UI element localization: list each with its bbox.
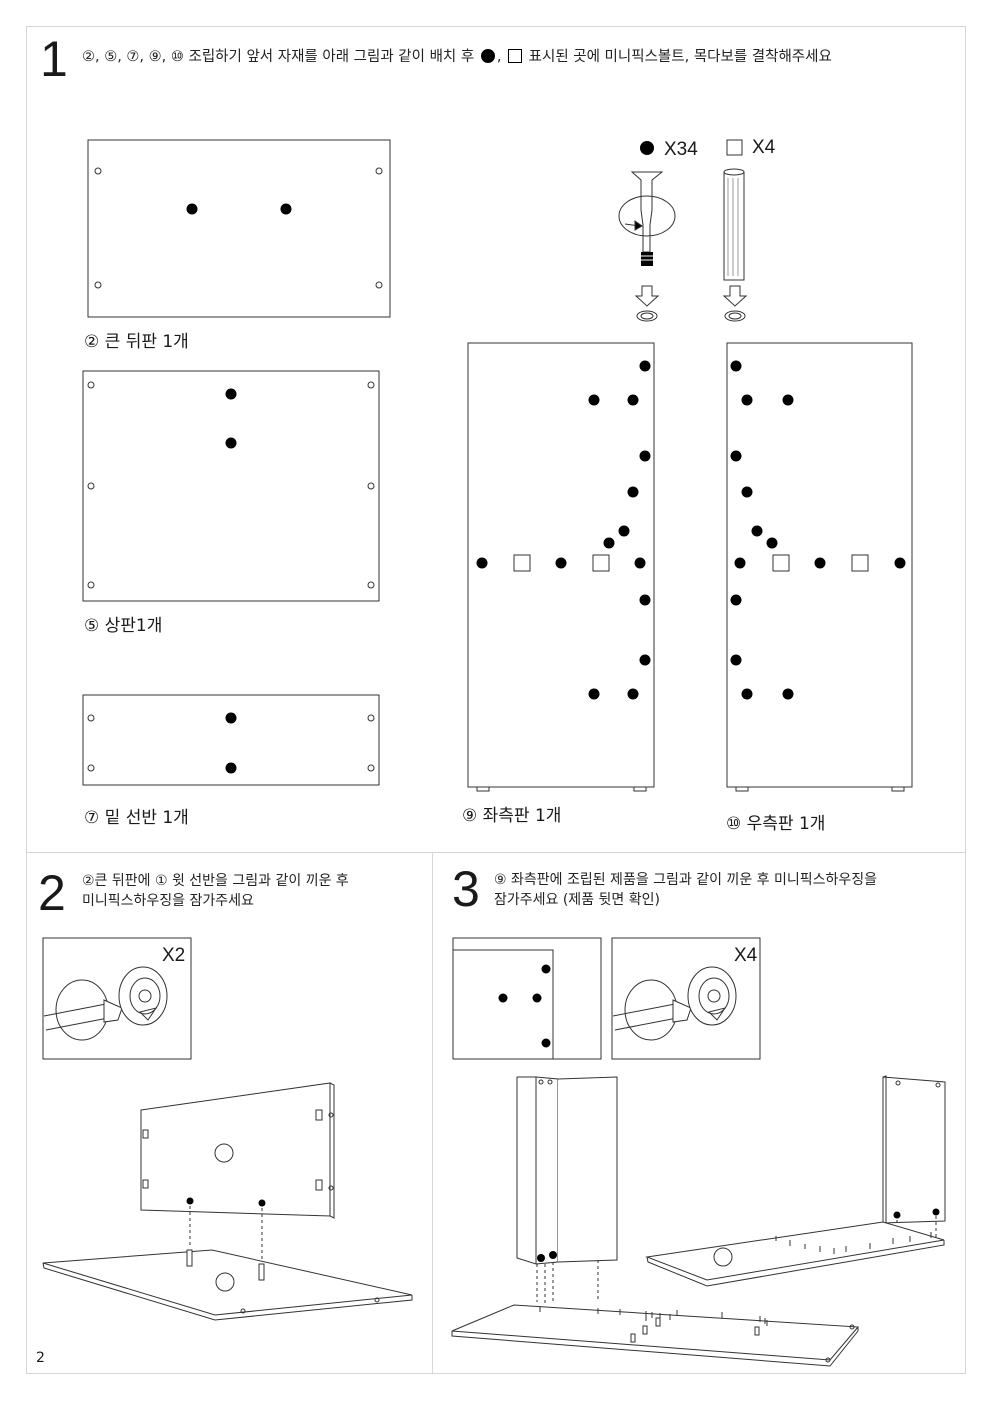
part-label-top: ⑤ 상판1개: [84, 616, 163, 636]
page-number: 2: [36, 1350, 45, 1366]
bolt-legend: [618, 141, 676, 322]
dowel-quantity: X4: [752, 137, 776, 158]
dowel-legend: [722, 139, 748, 322]
panel-left-side: [467, 342, 655, 792]
panel-big-back: [87, 139, 391, 318]
step-1-text-a: ②, ⑤, ⑦, ⑨, ⑩ 조립하기 앞서 자재를 아래 그림과 같이 배치 후: [82, 49, 475, 65]
step-2-detail-box: [42, 937, 192, 1060]
step-2-instruction-line1: ②큰 뒤판에 ① 윗 선반을 그림과 같이 끼운 후: [82, 873, 349, 889]
step-1-instruction: ②, ⑤, ⑦, ⑨, ⑩ 조립하기 앞서 자재를 아래 그림과 같이 배치 후…: [82, 48, 832, 66]
bolt-quantity: X34: [664, 139, 698, 160]
panel-right-side: [726, 342, 913, 792]
part-label-left-side: ⑨ 좌측판 1개: [462, 806, 562, 826]
dowel-marker-icon: [508, 49, 523, 63]
step-3-detail-panel: [452, 937, 602, 1060]
step-3-instruction-line2: 잠가주세요 (제품 뒷면 확인): [494, 892, 660, 908]
step-2-number: 2: [38, 865, 66, 921]
step-2-instruction-line2: 미니픽스하우징을 잠가주세요: [82, 893, 254, 909]
section-divider-horizontal: [26, 852, 966, 853]
step-1-text-b: ,: [496, 49, 502, 65]
section-divider-vertical: [432, 852, 433, 1374]
bolt-marker-icon: [480, 49, 495, 63]
step-3-assembly: [451, 1075, 946, 1367]
step-2-assembly: [42, 1082, 413, 1321]
panel-bottom-shelf: [82, 694, 380, 786]
part-label-bottom-shelf: ⑦ 밑 선반 1개: [84, 808, 189, 828]
part-label-right-side: ⑩ 우측판 1개: [726, 814, 826, 834]
step-1-text-c: 표시된 곳에 미니픽스볼트, 목다보를 결착해주세요: [528, 49, 832, 65]
step-3-instruction-line1: ⑨ 좌측판에 조립된 제품을 그림과 같이 끼운 후 미니픽스하우징을: [494, 872, 878, 888]
panel-top: [82, 370, 380, 602]
step-3-number: 3: [452, 861, 480, 917]
step-2-quantity: X2: [162, 945, 186, 966]
step-3-detail-housing: [611, 937, 761, 1060]
page-frame: [26, 26, 966, 1374]
step-3-quantity: X4: [734, 945, 758, 966]
step-1-number: 1: [40, 31, 68, 87]
part-label-big-back: ② 큰 뒤판 1개: [84, 332, 189, 352]
